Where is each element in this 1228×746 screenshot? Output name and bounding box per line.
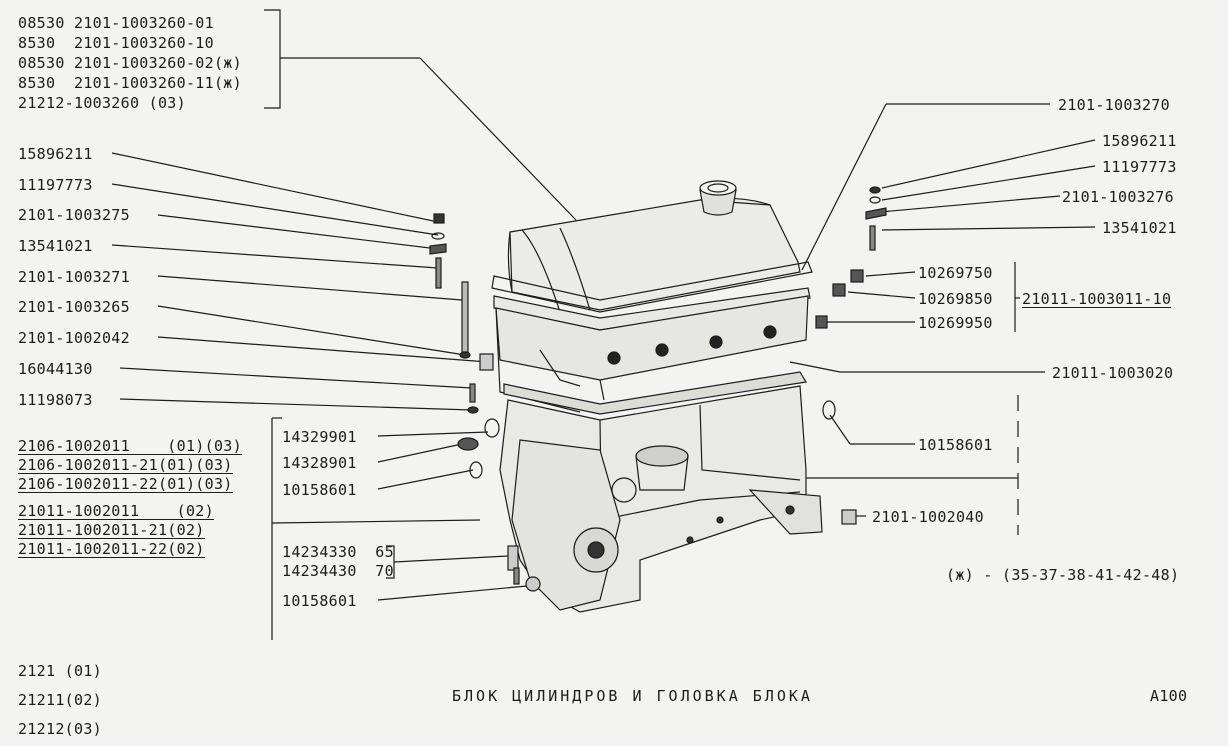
label-15896211-left: 15896211 bbox=[18, 145, 93, 163]
label-13541021-left: 13541021 bbox=[18, 237, 93, 255]
label-15896211-right: 15896211 bbox=[1102, 132, 1177, 150]
block-variant-4: 21011-1002011 (02) bbox=[18, 502, 214, 520]
filter-seat bbox=[635, 445, 689, 467]
label-2101-1003265: 2101-1003265 bbox=[18, 298, 130, 316]
leader-11197773 bbox=[111, 183, 439, 236]
label-2101-1003276: 2101-1003276 bbox=[1062, 188, 1174, 206]
label-10269750: 10269750 bbox=[918, 264, 993, 282]
footnote: (ж) - (35-37-38-41-42-48) bbox=[946, 566, 1180, 584]
label-21011-1003011-10: 21011-1003011-10 bbox=[1022, 290, 1172, 308]
model-21212: 21212(03) bbox=[18, 720, 102, 738]
label-10269850: 10269850 bbox=[918, 290, 993, 308]
block-variant-2: 2106-1002011-21(01)(03) bbox=[18, 456, 233, 474]
block-variant-5: 21011-1002011-21(02) bbox=[18, 521, 205, 539]
header-line-5: 21212-1003260 (03) bbox=[18, 94, 186, 112]
label-16044130: 16044130 bbox=[18, 360, 93, 378]
leader-1003265 bbox=[157, 305, 466, 356]
leader-1003271 bbox=[157, 275, 463, 301]
label-13541021-right: 13541021 bbox=[1102, 219, 1177, 237]
diagram-title: БЛОК ЦИЛИНДРОВ И ГОЛОВКА БЛОКА bbox=[452, 687, 813, 705]
label-11198073: 11198073 bbox=[18, 391, 93, 409]
header-line-4: 8530 2101-1003260-11(ж) bbox=[18, 74, 242, 92]
header-bracket bbox=[264, 9, 281, 109]
label-2101-1002042: 2101-1002042 bbox=[18, 329, 130, 347]
cylinder-head bbox=[495, 295, 809, 381]
model-2121: 2121 (01) bbox=[18, 662, 102, 680]
label-10158601-mid: 10158601 bbox=[282, 481, 357, 499]
header-line-3: 08530 2101-1003260-02(ж) bbox=[18, 54, 242, 72]
page-code: A100 bbox=[1150, 687, 1188, 705]
label-11197773-left: 11197773 bbox=[18, 176, 93, 194]
model-21211: 21211(02) bbox=[18, 691, 102, 709]
header-line-2: 8530 2101-1003260-10 bbox=[18, 34, 214, 52]
head-gasket bbox=[503, 371, 807, 415]
label-14329901: 14329901 bbox=[282, 428, 357, 446]
label-2101-1003270: 2101-1003270 bbox=[1058, 96, 1170, 114]
label-2101-1002040: 2101-1002040 bbox=[872, 508, 984, 526]
label-2101-1003271: 2101-1003271 bbox=[18, 268, 130, 286]
leader-1002042 bbox=[157, 336, 489, 363]
leader-11198073 bbox=[119, 398, 473, 411]
leader-13541021 bbox=[111, 244, 439, 269]
label-10269950: 10269950 bbox=[918, 314, 993, 332]
label-2101-1003275: 2101-1003275 bbox=[18, 206, 130, 224]
leader-15896211 bbox=[111, 152, 439, 223]
label-10158601-low: 10158601 bbox=[282, 592, 357, 610]
label-21011-1003020: 21011-1003020 bbox=[1052, 364, 1174, 382]
label-10158601-right: 10158601 bbox=[918, 436, 993, 454]
leader-1003275 bbox=[157, 214, 439, 250]
label-14234430: 14234430 70 bbox=[282, 562, 394, 580]
header-line-1: 08530 2101-1003260-01 bbox=[18, 14, 214, 32]
leader-16044130 bbox=[119, 367, 473, 389]
label-11197773-right: 11197773 bbox=[1102, 158, 1177, 176]
block-variant-3: 2106-1002011-22(01)(03) bbox=[18, 475, 233, 493]
block-variant-6: 21011-1002011-22(02) bbox=[18, 540, 205, 558]
block-variant-1: 2106-1002011 (01)(03) bbox=[18, 437, 242, 455]
oil-filler bbox=[699, 189, 737, 216]
label-14328901: 14328901 bbox=[282, 454, 357, 472]
label-14234330: 14234330 65 bbox=[282, 543, 394, 561]
